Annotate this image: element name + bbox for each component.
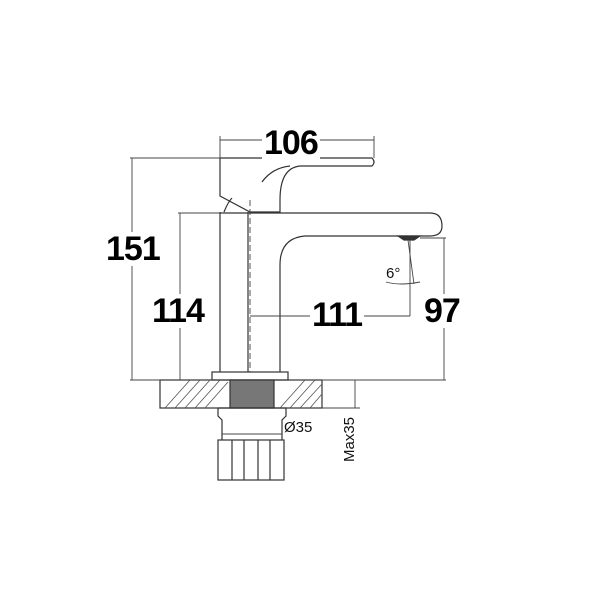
dimension-total-height: 151 (104, 230, 162, 268)
dimension-spout-angle: 6° (386, 265, 401, 282)
spout-outline (220, 212, 443, 372)
dimension-thread-diameter: Ø35 (284, 419, 313, 436)
dimension-spout-reach: 111 (310, 296, 364, 334)
dimension-spout-clearance: 97 (422, 292, 462, 330)
body-outline (219, 212, 249, 372)
dimension-body-height: 114 (150, 292, 206, 330)
dimension-max-counter-thickness: Max35 (341, 416, 358, 462)
handle-outline (219, 157, 375, 213)
dimension-handle-length: 106 (262, 124, 320, 162)
